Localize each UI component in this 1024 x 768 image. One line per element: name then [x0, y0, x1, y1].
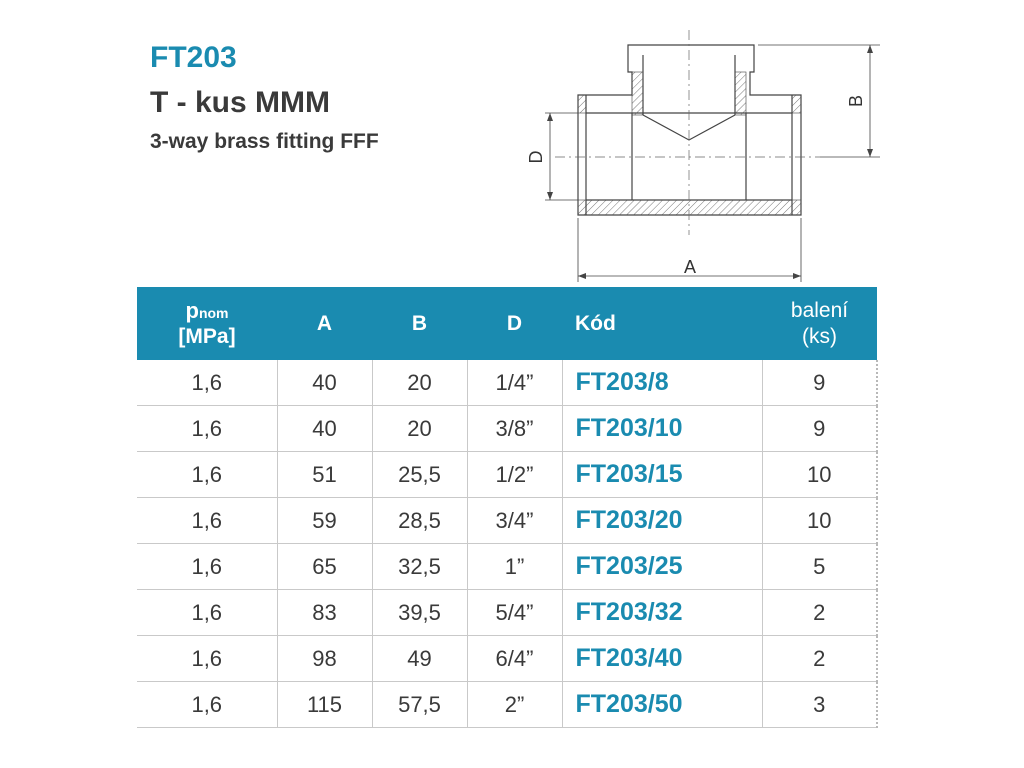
cell-b: 39,5 — [372, 589, 468, 636]
cell-b: 32,5 — [372, 543, 468, 590]
header-pressure: pnom [MPa] — [137, 287, 277, 360]
cell-d: 1” — [467, 543, 563, 590]
product-subtitle: 3-way brass fitting FFF — [150, 130, 379, 153]
cell-code: FT203/15 — [562, 451, 763, 498]
product-name-title: T - kus MMM — [150, 86, 330, 119]
table-row: 1,6 40 20 1/4” FT203/8 9 — [137, 360, 878, 406]
cell-b: 49 — [372, 635, 468, 682]
cell-pack: 9 — [762, 405, 878, 452]
cell-pack: 2 — [762, 635, 878, 682]
cell-pack: 3 — [762, 681, 878, 728]
cell-a: 59 — [277, 497, 373, 544]
cell-a: 51 — [277, 451, 373, 498]
cell-a: 65 — [277, 543, 373, 590]
cell-pressure: 1,6 — [137, 405, 278, 452]
table-row: 1,6 59 28,5 3/4” FT203/20 10 — [137, 497, 878, 544]
table-row: 1,6 40 20 3/8” FT203/10 9 — [137, 405, 878, 452]
cell-d: 2” — [467, 681, 563, 728]
table-row: 1,6 83 39,5 5/4” FT203/32 2 — [137, 589, 878, 636]
header-pack-unit: (ks) — [802, 324, 837, 348]
cell-b: 20 — [372, 405, 468, 452]
dimension-d-label: D — [526, 151, 546, 164]
table-row: 1,6 115 57,5 2” FT203/50 3 — [137, 681, 878, 728]
cell-pressure: 1,6 — [137, 360, 278, 406]
cell-b: 57,5 — [372, 681, 468, 728]
cell-b: 25,5 — [372, 451, 468, 498]
cell-pack: 9 — [762, 360, 878, 406]
cell-code: FT203/20 — [562, 497, 763, 544]
cell-code: FT203/40 — [562, 635, 763, 682]
table-header-row: pnom [MPa] A B D Kód balení (ks) — [137, 287, 877, 360]
header-a: A — [277, 287, 372, 360]
cell-d: 1/4” — [467, 360, 563, 406]
header-d: D — [467, 287, 562, 360]
cell-code: FT203/10 — [562, 405, 763, 452]
dimension-a-label: A — [684, 257, 696, 277]
header-b: B — [372, 287, 467, 360]
cell-pressure: 1,6 — [137, 497, 278, 544]
cell-pressure: 1,6 — [137, 589, 278, 636]
header-code: Kód — [562, 287, 762, 360]
cell-d: 3/4” — [467, 497, 563, 544]
cell-a: 40 — [277, 405, 373, 452]
cell-pressure: 1,6 — [137, 681, 278, 728]
cell-a: 115 — [277, 681, 373, 728]
cell-code: FT203/25 — [562, 543, 763, 590]
table-row: 1,6 98 49 6/4” FT203/40 2 — [137, 635, 878, 682]
tee-fitting-drawing: A B D — [526, 30, 880, 282]
cell-pack: 2 — [762, 589, 878, 636]
product-code-title: FT203 — [150, 41, 237, 74]
cell-code: FT203/8 — [562, 360, 763, 406]
cell-pressure: 1,6 — [137, 451, 278, 498]
cell-pressure: 1,6 — [137, 543, 278, 590]
cell-d: 6/4” — [467, 635, 563, 682]
header-pressure-symbol: p — [185, 297, 199, 323]
cell-a: 40 — [277, 360, 373, 406]
cell-b: 20 — [372, 360, 468, 406]
cell-pack: 10 — [762, 451, 878, 498]
product-header: FT203 T - kus MMM 3-way brass fitting FF… — [150, 38, 379, 156]
cell-pack: 10 — [762, 497, 878, 544]
cell-pressure: 1,6 — [137, 635, 278, 682]
cell-pack: 5 — [762, 543, 878, 590]
header-pack-label: balení — [790, 298, 849, 322]
spec-table: pnom [MPa] A B D Kód balení (ks) 1,6 40 … — [137, 287, 878, 728]
table-row: 1,6 65 32,5 1” FT203/25 5 — [137, 543, 878, 590]
cell-a: 98 — [277, 635, 373, 682]
header-pressure-subscript: nom — [198, 304, 229, 321]
cell-d: 3/8” — [467, 405, 563, 452]
cell-code: FT203/50 — [562, 681, 763, 728]
cell-d: 1/2” — [467, 451, 563, 498]
cell-d: 5/4” — [467, 589, 563, 636]
dimension-b-label: B — [846, 95, 866, 107]
table-row: 1,6 51 25,5 1/2” FT203/15 10 — [137, 451, 878, 498]
cell-code: FT203/32 — [562, 589, 763, 636]
header-pressure-unit: [MPa] — [178, 324, 236, 348]
cell-a: 83 — [277, 589, 373, 636]
header-pack: balení (ks) — [762, 287, 877, 360]
cell-b: 28,5 — [372, 497, 468, 544]
